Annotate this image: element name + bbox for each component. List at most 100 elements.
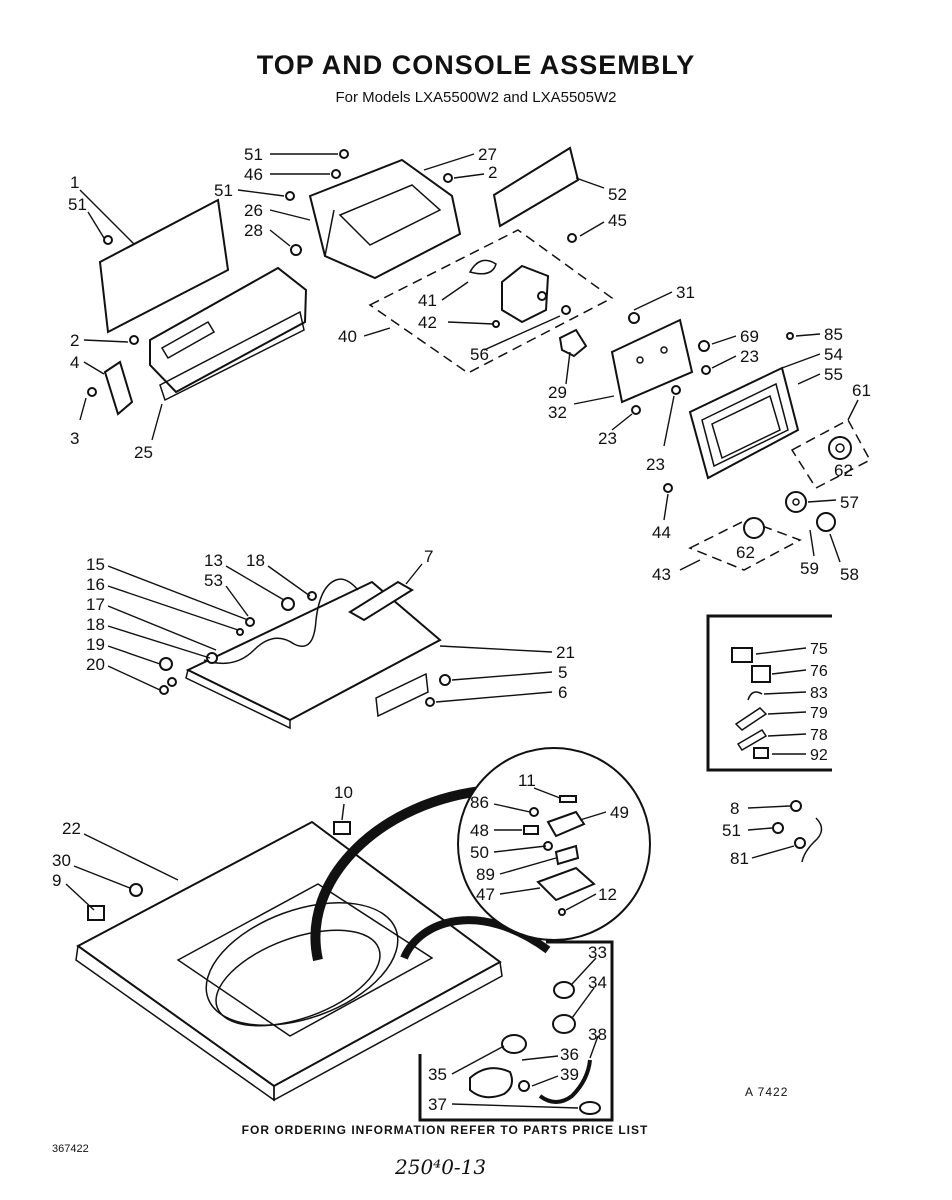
- screw: [87, 387, 97, 397]
- callout-3: 3: [70, 429, 79, 448]
- callout-1: 1: [70, 173, 79, 192]
- screw: [628, 312, 640, 324]
- timer-motor: [501, 264, 550, 324]
- screw: [443, 173, 453, 183]
- callout-54: 54: [824, 345, 843, 364]
- callout-86: 86: [470, 793, 489, 812]
- callout-9: 9: [52, 871, 61, 890]
- screw: [103, 235, 113, 245]
- callout-76: 76: [810, 663, 828, 680]
- bezel-frame: [688, 366, 800, 480]
- callout-27: 27: [478, 145, 497, 164]
- callout-7: 7: [424, 547, 433, 566]
- callout-49: 49: [610, 803, 629, 822]
- screw: [786, 332, 794, 340]
- parts-kit-box: [706, 614, 832, 772]
- control-bracket-edge: [324, 209, 335, 257]
- callout-20: 20: [86, 655, 105, 674]
- callout-23: 23: [740, 347, 759, 366]
- kit-part-79: [734, 707, 768, 731]
- washer-top-skirt-right: [273, 960, 503, 1102]
- screw: [331, 169, 341, 179]
- callout-6: 6: [558, 683, 567, 702]
- detail-part-89: [554, 844, 580, 866]
- callout-2: 2: [488, 163, 497, 182]
- screw: [567, 233, 577, 243]
- knob-upper: [828, 436, 852, 460]
- hinge-screw: [167, 677, 177, 687]
- console-top-cover-edge: [185, 668, 291, 730]
- callout-53: 53: [204, 571, 223, 590]
- callout-62: 62: [736, 543, 755, 562]
- callout-89: 89: [476, 865, 495, 884]
- callout-51: 51: [68, 195, 87, 214]
- switch-plate-hole: [636, 356, 644, 364]
- detail-part-38: [538, 1059, 592, 1104]
- callout-69: 69: [740, 327, 759, 346]
- screw: [129, 335, 139, 345]
- callout-61: 61: [852, 381, 871, 400]
- lid-stop-screw: [772, 822, 784, 834]
- screw: [701, 365, 711, 375]
- end-cap: [103, 360, 134, 416]
- hinge-part: [159, 657, 173, 671]
- callout-26: 26: [244, 201, 263, 220]
- callout-42: 42: [418, 313, 437, 332]
- detail-part-48: [523, 825, 539, 835]
- callout-5: 5: [558, 663, 567, 682]
- callout-40: 40: [338, 327, 357, 346]
- callout-52: 52: [608, 185, 627, 204]
- callout-35: 35: [428, 1065, 447, 1084]
- callout-18: 18: [86, 615, 105, 634]
- detail-part-35: [469, 1067, 513, 1099]
- lid-clip: [206, 652, 218, 664]
- tub-ring: [205, 902, 399, 1026]
- push-knob: [816, 512, 836, 532]
- switch-actuator: [307, 591, 317, 601]
- knob-group-outline: [790, 418, 872, 489]
- callout-38: 38: [588, 1025, 607, 1044]
- hinge-screw: [159, 685, 169, 695]
- callout-44: 44: [652, 523, 671, 542]
- ordering-note: FOR ORDERING INFORMATION REFER TO PARTS …: [241, 1123, 649, 1137]
- screw: [631, 405, 641, 415]
- callout-18: 18: [246, 551, 265, 570]
- screw: [561, 305, 571, 315]
- callout-23: 23: [646, 455, 665, 474]
- console-top-cover: [185, 580, 442, 722]
- detail-circle: [457, 747, 651, 941]
- callout-11: 11: [518, 771, 536, 790]
- callout-83: 83: [810, 685, 828, 702]
- callout-labels: 1 51 51 46 51 26 28 27 2 52 45 31 41 42 …: [52, 145, 871, 1114]
- callout-56: 56: [470, 345, 489, 364]
- screw: [290, 244, 302, 256]
- lower-knob-group-outline: [688, 519, 802, 571]
- bezel-opening-inner: [711, 394, 781, 460]
- callout-47: 47: [476, 885, 495, 904]
- timer-shaft: [537, 291, 547, 301]
- callout-13: 13: [204, 551, 223, 570]
- water-inlet-detail: [418, 940, 614, 1122]
- callout-10: 10: [334, 783, 353, 802]
- callout-39: 39: [560, 1065, 579, 1084]
- figure-reference: A 7422: [745, 1085, 789, 1099]
- console-handle: [348, 580, 414, 622]
- lid-bumper: [439, 674, 451, 686]
- callout-19: 19: [86, 635, 105, 654]
- rear-panel: [98, 198, 230, 334]
- console-display-window: [160, 320, 216, 360]
- switch-screw: [236, 628, 244, 636]
- detail-part-39: [518, 1080, 530, 1092]
- callout-31: 31: [676, 283, 695, 302]
- detail-part-11: [559, 795, 577, 803]
- detail-part-34: [552, 1014, 576, 1034]
- lid-wire-harness: [203, 578, 359, 665]
- callout-51: 51: [214, 181, 233, 200]
- kit-part-76: [751, 665, 771, 683]
- callout-78: 78: [810, 727, 828, 744]
- callout-92: 92: [810, 747, 828, 764]
- detail-part-33: [553, 981, 575, 999]
- detail-arrow-left: [310, 785, 491, 962]
- callout-2: 2: [70, 331, 79, 350]
- callout-57: 57: [840, 493, 859, 512]
